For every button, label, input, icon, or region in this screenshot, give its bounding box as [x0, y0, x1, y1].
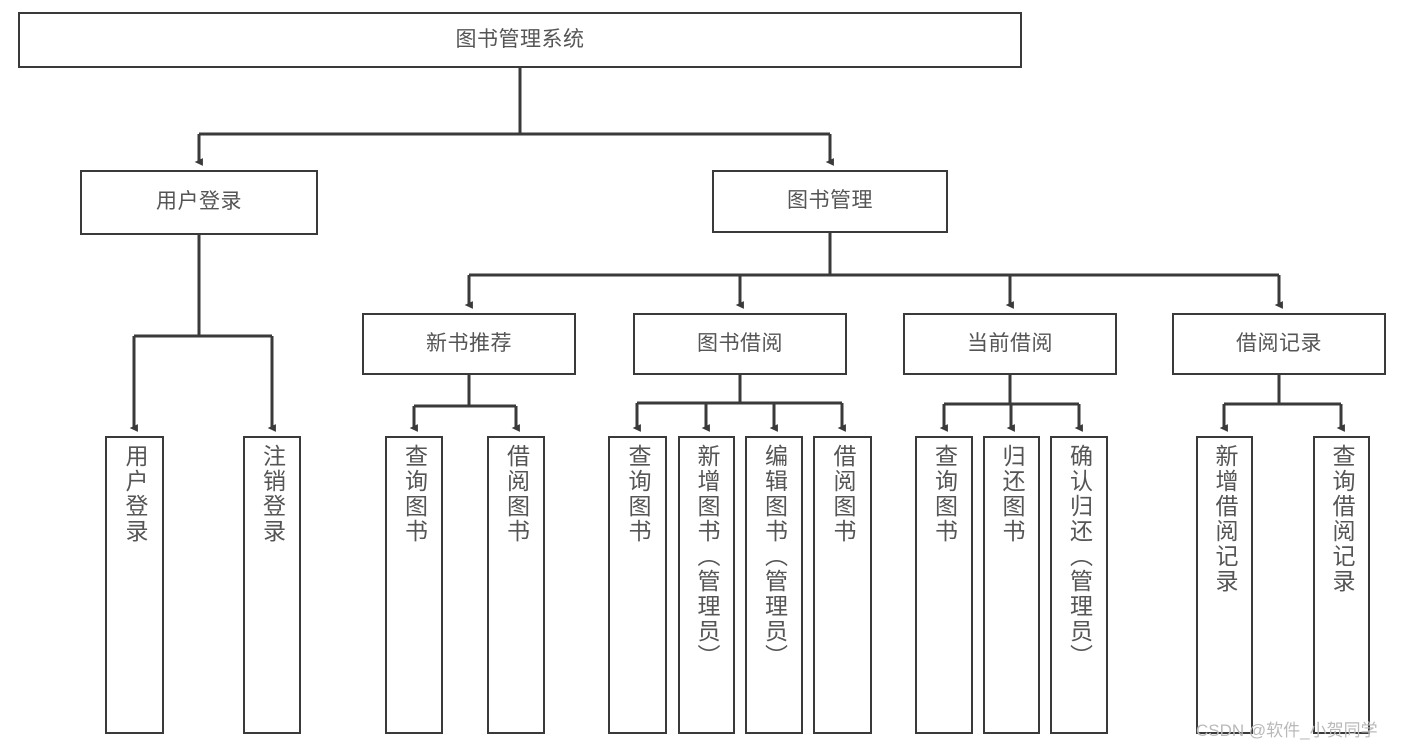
- node-leaf-user-login[interactable]: 用户登录: [105, 436, 164, 734]
- csdn-watermark: CSDN @软件_小贺同学: [1196, 721, 1378, 740]
- node-leaf-user-logout[interactable]: 注销登录: [243, 436, 301, 734]
- node-label: 新书推荐: [426, 331, 512, 355]
- node-label: 图书管理系统: [455, 27, 585, 51]
- node-label: 图书管理: [787, 189, 873, 213]
- node-leaf-add-book-admin[interactable]: 新增图书（管理员）: [678, 436, 735, 734]
- node-leaf-confirm-return-admin[interactable]: 确认归还（管理员）: [1050, 436, 1108, 734]
- node-label: 新增图书（管理员）: [694, 444, 720, 669]
- node-leaf-add-borrow-record[interactable]: 新增借阅记录: [1196, 436, 1253, 734]
- node-root-system[interactable]: 图书管理系统: [18, 12, 1022, 68]
- node-label: 用户登录: [122, 444, 148, 544]
- node-new-book-recommend[interactable]: 新书推荐: [362, 313, 576, 375]
- node-label: 查询图书: [625, 444, 651, 544]
- node-leaf-query-book-2[interactable]: 查询图书: [608, 436, 667, 734]
- node-current-borrow[interactable]: 当前借阅: [903, 313, 1117, 375]
- node-label: 当前借阅: [967, 331, 1053, 355]
- node-label: 确认归还（管理员）: [1066, 444, 1093, 669]
- node-label: 借阅图书: [503, 444, 530, 544]
- node-leaf-edit-book-admin[interactable]: 编辑图书（管理员）: [745, 436, 803, 734]
- node-leaf-query-borrow-record[interactable]: 查询借阅记录: [1313, 436, 1370, 734]
- node-label: 图书借阅: [697, 331, 783, 355]
- node-label: 归还图书: [999, 444, 1025, 544]
- node-label: 借阅记录: [1236, 331, 1322, 355]
- node-leaf-query-book-1[interactable]: 查询图书: [385, 436, 443, 734]
- node-book-manage[interactable]: 图书管理: [712, 170, 948, 233]
- node-label: 借阅图书: [830, 444, 856, 544]
- node-label: 编辑图书（管理员）: [761, 444, 788, 669]
- node-label: 新增借阅记录: [1212, 444, 1238, 594]
- node-leaf-return-book[interactable]: 归还图书: [983, 436, 1040, 734]
- node-label: 查询图书: [401, 444, 428, 544]
- node-borrow-record[interactable]: 借阅记录: [1172, 313, 1386, 375]
- node-leaf-borrow-book-1[interactable]: 借阅图书: [487, 436, 545, 734]
- node-book-borrow[interactable]: 图书借阅: [633, 313, 847, 375]
- node-label: 注销登录: [259, 444, 286, 544]
- node-leaf-borrow-book-2[interactable]: 借阅图书: [813, 436, 872, 734]
- node-label: 用户登录: [156, 190, 242, 214]
- node-user-login[interactable]: 用户登录: [80, 170, 318, 235]
- node-label: 查询借阅记录: [1329, 444, 1355, 594]
- node-leaf-query-book-3[interactable]: 查询图书: [915, 436, 973, 734]
- node-label: 查询图书: [931, 444, 958, 544]
